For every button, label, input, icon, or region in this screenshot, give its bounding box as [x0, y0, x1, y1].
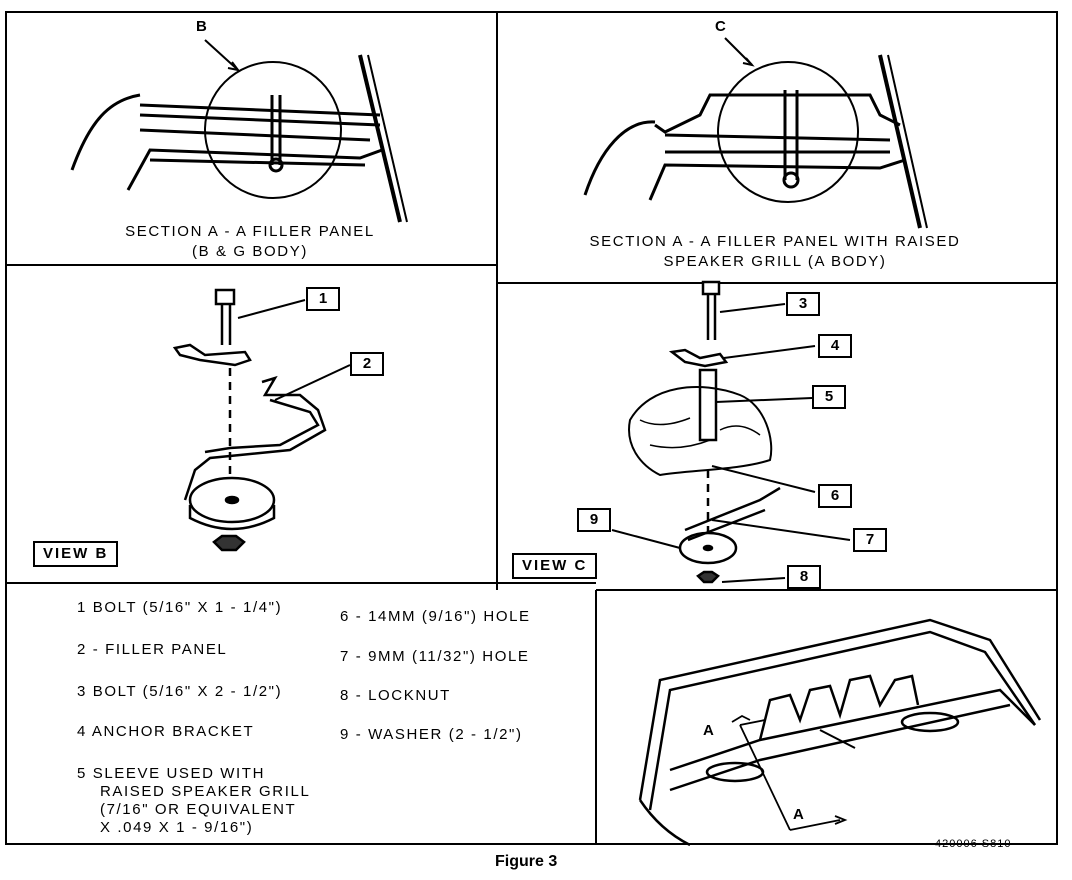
callout-6: 6 — [818, 484, 852, 508]
callout-1: 1 — [306, 287, 340, 311]
view-c-label: VIEW C — [512, 553, 598, 579]
callout-5: 5 — [812, 385, 846, 409]
callout-8: 8 — [787, 565, 821, 589]
section-c-caption-line1: SECTION A - A FILLER PANEL WITH RAISED — [589, 233, 961, 250]
drawing-code: 420006 S810 — [935, 838, 1012, 850]
section-letter-bottom: A — [793, 806, 804, 823]
view-b-drawing — [172, 288, 351, 552]
legend-item-3: 3 BOLT (5/16" X 2 - 1/2") — [77, 683, 283, 700]
section-b-caption-line2: (B & G BODY) — [192, 243, 308, 260]
callout-2: 2 — [350, 352, 384, 376]
legend-item-8: 8 - LOCKNUT — [340, 687, 451, 704]
panel-borders — [5, 11, 1058, 845]
figure-caption: Figure 3 — [495, 853, 558, 870]
section-b-caption-line1: SECTION A - A FILLER PANEL — [125, 223, 375, 240]
callout-9: 9 — [577, 508, 611, 532]
legend-item-5-line3: (7/16" OR EQUIVALENT — [100, 801, 297, 818]
legend-item-9: 9 - WASHER (2 - 1/2") — [340, 726, 523, 743]
view-c-drawing — [611, 280, 851, 584]
legend-item-1: 1 BOLT (5/16" X 1 - 1/4") — [77, 599, 283, 616]
legend-item-5-line1: 5 SLEEVE USED WITH — [77, 765, 266, 782]
detail-c-letter: C — [715, 18, 726, 35]
callout-3: 3 — [786, 292, 820, 316]
section-c-caption-line2: SPEAKER GRILL (A BODY) — [663, 253, 887, 270]
section-b-caption: SECTION A - A FILLER PANEL (B & G BODY) — [100, 222, 400, 262]
location-drawing — [638, 618, 1042, 847]
section-c-caption: SECTION A - A FILLER PANEL WITH RAISED S… — [560, 232, 990, 272]
legend-item-2: 2 - FILLER PANEL — [77, 641, 228, 658]
legend-item-7: 7 - 9MM (11/32") HOLE — [340, 648, 530, 665]
section-b-drawing — [70, 39, 408, 223]
callout-4: 4 — [818, 334, 852, 358]
view-b-label: VIEW B — [33, 541, 119, 567]
legend-item-6: 6 - 14MM (9/16") HOLE — [340, 608, 531, 625]
legend-item-5-line4: X .049 X 1 - 9/16") — [100, 819, 254, 836]
legend-item-4: 4 ANCHOR BRACKET — [77, 723, 255, 740]
section-letter-top: A — [703, 722, 714, 739]
legend-item-5-line2: RAISED SPEAKER GRILL — [100, 783, 311, 800]
section-c-drawing — [583, 37, 928, 229]
detail-b-letter: B — [196, 18, 207, 35]
callout-7: 7 — [853, 528, 887, 552]
